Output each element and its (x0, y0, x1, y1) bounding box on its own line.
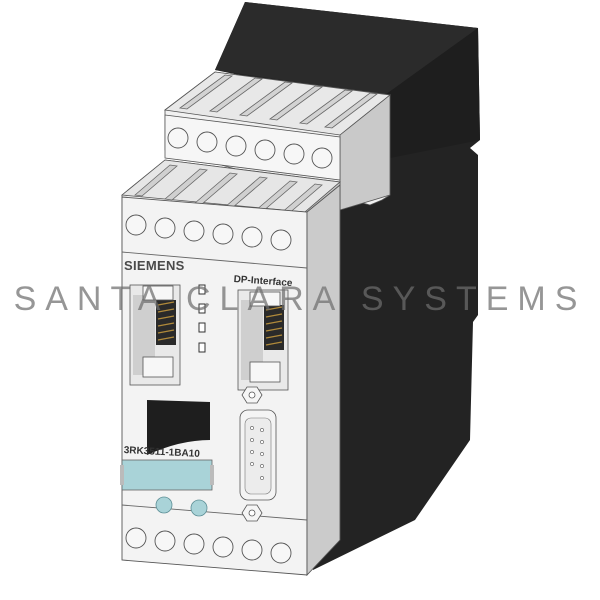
ribbon-connector-left (129, 284, 181, 386)
housing-body (215, 2, 480, 570)
status-leds (198, 284, 206, 353)
label-plate (120, 459, 214, 491)
screw-terminals (125, 127, 333, 564)
terminal-block-top-rear (163, 71, 391, 211)
sub-d-connector (239, 386, 277, 522)
ribbon-connector-right (237, 289, 289, 391)
display-window (147, 400, 210, 455)
front-buttons (155, 496, 208, 517)
brand-label: SIEMENS (124, 258, 185, 273)
